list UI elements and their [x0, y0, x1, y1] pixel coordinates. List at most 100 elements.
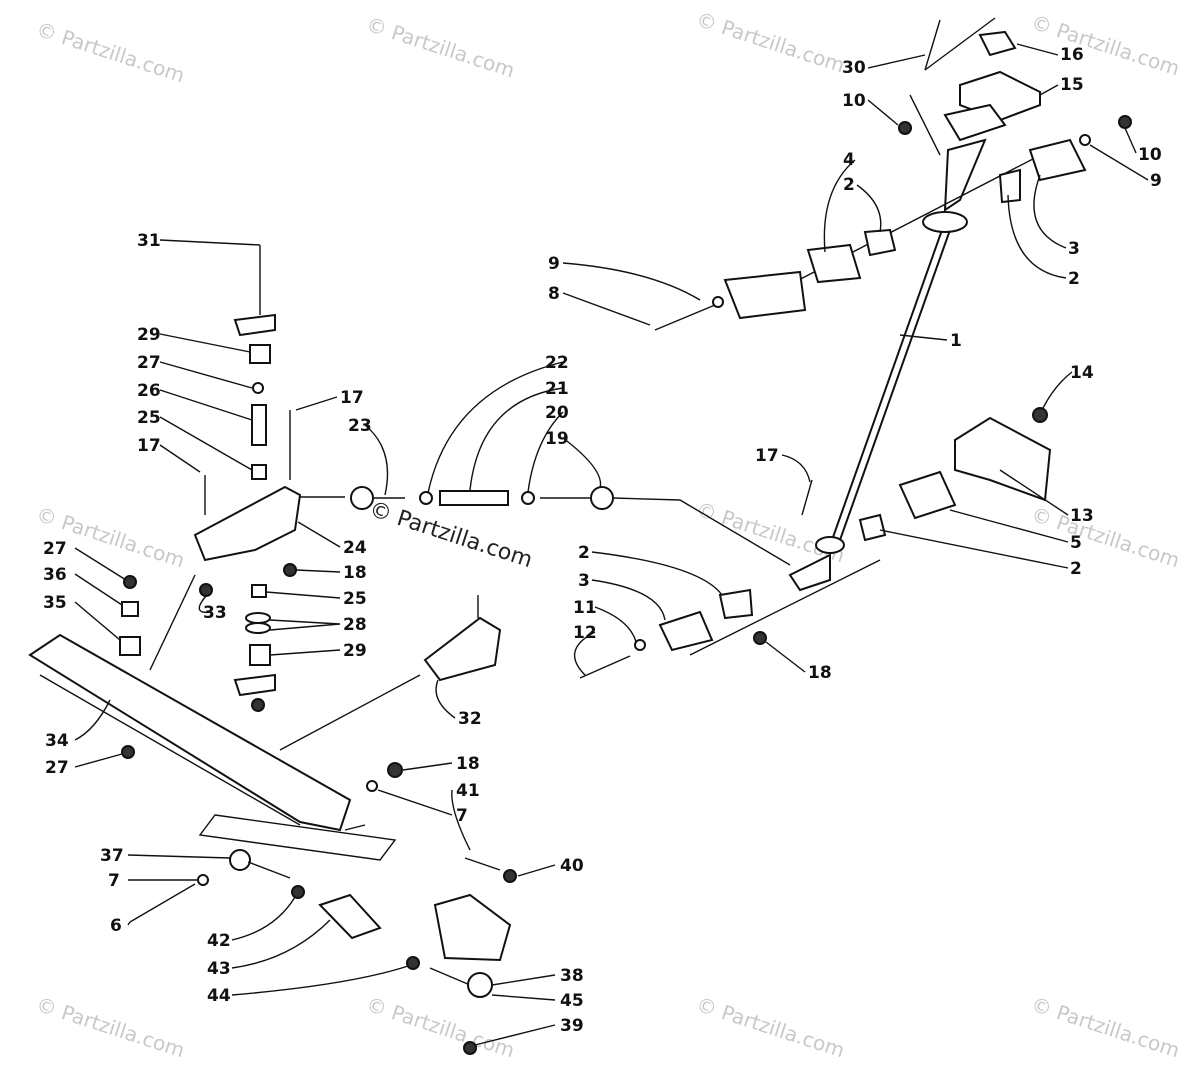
callout-21: 21 [545, 379, 569, 399]
bushing-29b [249, 644, 271, 666]
lower-nut [251, 698, 265, 712]
watermark-text: © Partzilla.com [33, 17, 187, 88]
bushing-block-5 [898, 470, 957, 520]
watermark-text: © Partzilla.com [1028, 992, 1182, 1063]
callout-29: 29 [137, 325, 161, 345]
callout-27: 27 [137, 353, 161, 373]
callout-24: 24 [343, 538, 367, 558]
callout-32: 32 [458, 709, 482, 729]
callout-35: 35 [43, 593, 67, 613]
callout-1: 1 [950, 331, 962, 351]
washers-28b [245, 622, 271, 634]
nut-14 [1032, 407, 1048, 423]
cap-plate-31 [233, 313, 276, 337]
upper-crossbar [759, 144, 1061, 301]
jam-nut-42 [291, 885, 305, 899]
jam-nut-20 [521, 491, 535, 505]
rod-end-23 [350, 486, 374, 510]
callout-25: 25 [343, 589, 367, 609]
bracket-upper-left [723, 270, 807, 320]
nut-39 [463, 1041, 477, 1055]
callout-10: 10 [1138, 145, 1162, 165]
bushing-2c [858, 513, 887, 542]
callout-23: 23 [348, 416, 372, 436]
rod-end-38 [467, 972, 493, 998]
callout-9: 9 [548, 254, 560, 274]
callout-6: 6 [110, 916, 122, 936]
clamp-3a [1028, 138, 1087, 182]
bushing-2b [998, 168, 1021, 204]
lower-crossbar [689, 559, 881, 656]
callout-33: 33 [203, 603, 227, 623]
callout-30: 30 [842, 58, 866, 78]
callout-37: 37 [100, 846, 124, 866]
washer-27c [121, 745, 135, 759]
arrow-link-4 [344, 824, 366, 831]
callout-14: 14 [1070, 363, 1094, 383]
grease-fitting-41 [464, 857, 501, 871]
washer-9a [1079, 134, 1091, 146]
jam-nut-22 [419, 491, 433, 505]
callout-18: 18 [343, 563, 367, 583]
callout-8: 8 [548, 284, 560, 304]
clamp-3b [658, 610, 714, 652]
bushing-25b [251, 584, 267, 598]
callout-9: 9 [1150, 171, 1162, 191]
callout-26: 26 [137, 381, 161, 401]
watermark-text: © Partzilla.com [693, 992, 847, 1063]
callout-5: 5 [1070, 533, 1082, 553]
nut-33 [199, 583, 213, 597]
washer-7a [366, 780, 378, 792]
callout-34: 34 [45, 731, 69, 751]
nut-10b [898, 121, 912, 135]
watermark-text: © Partzilla.com [33, 502, 187, 573]
tie-rod-tube-43 [318, 893, 382, 940]
handlebar-cap [978, 30, 1017, 57]
callout-38: 38 [560, 966, 584, 986]
callout-27: 27 [45, 758, 69, 778]
bushing-29a [249, 344, 271, 364]
spacer-36 [121, 601, 139, 617]
callout-39: 39 [560, 1016, 584, 1036]
steering-arm-24 [193, 485, 302, 562]
callout-43: 43 [207, 959, 231, 979]
callout-3: 3 [1068, 239, 1080, 259]
bushing-2a [863, 228, 897, 257]
jam-nut-44 [406, 956, 420, 970]
bolt-6 [129, 883, 196, 923]
callout-17: 17 [755, 446, 779, 466]
tie-rod-tube-21 [439, 490, 509, 506]
nut-18c [387, 762, 403, 778]
rod-end-38-thread [429, 967, 471, 986]
arrow-link-1 [149, 574, 196, 671]
washers-28 [245, 612, 271, 624]
post-lower-flange [815, 536, 845, 554]
spindle-arm [433, 893, 512, 962]
watermark-text: © Partzilla.com [363, 992, 517, 1063]
callout-15: 15 [1060, 75, 1084, 95]
pivot-arm-32 [423, 616, 502, 682]
post-base-plate [788, 553, 831, 592]
callout-36: 36 [43, 565, 67, 585]
callout-44: 44 [207, 986, 231, 1006]
callout-17: 17 [340, 388, 364, 408]
callout-18: 18 [456, 754, 480, 774]
nut-18b [753, 631, 767, 645]
lower-plate [233, 673, 276, 697]
callout-29: 29 [343, 641, 367, 661]
leader-lines [74, 43, 1149, 1046]
center-watermark-text: © Partzilla.com [366, 497, 535, 573]
callout-22: 22 [545, 353, 569, 373]
watermark-text: © Partzilla.com [1028, 10, 1182, 81]
callout-13: 13 [1070, 506, 1094, 526]
bushing-2d [718, 588, 754, 620]
callout-10: 10 [842, 91, 866, 111]
watermark-text: © Partzilla.com [33, 992, 187, 1063]
washer-11 [634, 639, 646, 651]
callout-2: 2 [1070, 559, 1082, 579]
washer-9b [712, 296, 724, 308]
callout-16: 16 [1060, 45, 1084, 65]
callout-7: 7 [456, 806, 468, 826]
cap-screw [924, 19, 941, 71]
